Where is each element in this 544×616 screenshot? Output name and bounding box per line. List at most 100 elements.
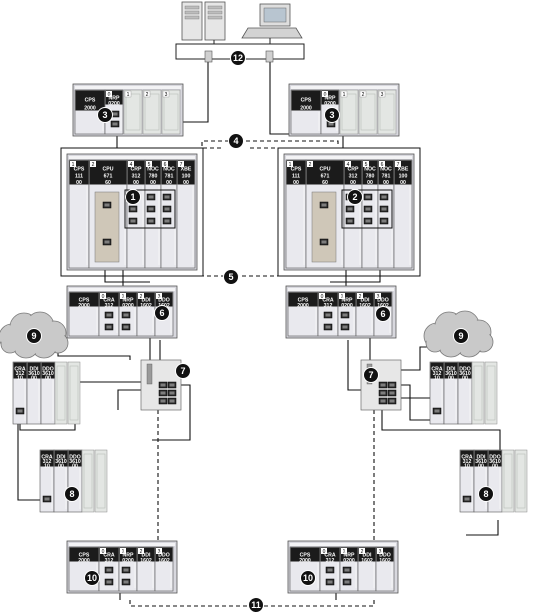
port-socket bbox=[344, 580, 350, 584]
port-socket bbox=[321, 203, 327, 207]
module-label: 781 bbox=[382, 173, 391, 179]
module-label: DDO bbox=[459, 366, 471, 372]
port-socket bbox=[342, 325, 348, 329]
module-label: DDI bbox=[57, 454, 66, 460]
module-label: 312 bbox=[16, 371, 25, 377]
port-socket bbox=[169, 383, 175, 387]
cloud-fill bbox=[2, 336, 18, 352]
module-label-panel bbox=[444, 362, 458, 379]
rack-outline bbox=[60, 147, 204, 277]
module-label-panel bbox=[13, 362, 27, 379]
module-label: CPS bbox=[301, 98, 312, 104]
port-socket bbox=[106, 325, 112, 329]
drive-bay bbox=[207, 5, 223, 10]
workstation-group bbox=[175, 1, 305, 63]
port-socket bbox=[148, 195, 154, 199]
module-label: CPS bbox=[79, 297, 90, 303]
module-label: 312 bbox=[105, 303, 114, 309]
monitor-screen bbox=[263, 7, 287, 23]
slot-number: 0 bbox=[324, 92, 327, 98]
module-label: CPS bbox=[300, 552, 311, 558]
slot-number-tag bbox=[138, 293, 144, 299]
callout-10: 10 bbox=[300, 570, 316, 586]
callout-8: 8 bbox=[64, 486, 80, 502]
slot-number-tag bbox=[138, 548, 144, 554]
keyboard-icon bbox=[241, 27, 303, 39]
module-label: 00 bbox=[293, 180, 299, 186]
drive-bay bbox=[184, 5, 200, 10]
slot-number-tag bbox=[162, 161, 168, 167]
callout-label: 4 bbox=[233, 136, 238, 146]
module-label: CPS bbox=[79, 552, 90, 558]
port-socket bbox=[130, 207, 136, 211]
module-label: NOC bbox=[380, 167, 392, 173]
module-label: 312 bbox=[43, 459, 52, 465]
callout-6: 6 bbox=[375, 306, 391, 322]
slot-number: 2 bbox=[140, 549, 143, 555]
callout-3: 3 bbox=[97, 107, 113, 123]
callout-circle bbox=[228, 133, 244, 149]
module-label: DDO bbox=[158, 297, 170, 303]
slot-number: 2 bbox=[92, 162, 95, 168]
slot-number: 7 bbox=[180, 162, 183, 168]
module-label: 0200 bbox=[341, 303, 353, 309]
slot-guide bbox=[69, 365, 79, 421]
module-label: 3610 bbox=[42, 371, 54, 377]
module-label: 2000 bbox=[78, 558, 90, 564]
slot-number: 3 bbox=[165, 92, 168, 98]
port-socket bbox=[160, 391, 166, 395]
module-label: CRA bbox=[322, 297, 333, 303]
slot-guide bbox=[83, 453, 93, 509]
module-label-panel bbox=[54, 450, 68, 467]
empty-slot bbox=[67, 361, 81, 425]
module-body bbox=[393, 159, 413, 269]
module-label: 780 bbox=[149, 173, 158, 179]
callout-circle bbox=[26, 328, 42, 344]
module-label: 1602 bbox=[377, 303, 389, 309]
module-label: 10 bbox=[464, 463, 470, 469]
module-label: 2000 bbox=[300, 105, 312, 111]
port-socket bbox=[389, 391, 395, 395]
module-label: 10 bbox=[44, 463, 50, 469]
port-socket bbox=[160, 383, 166, 387]
slot-number: 1 bbox=[72, 162, 75, 168]
module-label: 00 bbox=[72, 463, 78, 469]
slot-guide bbox=[473, 365, 483, 421]
cloud-fill bbox=[427, 335, 443, 351]
slot-guide bbox=[516, 453, 526, 509]
port-socket bbox=[104, 203, 110, 207]
module-label: 2000 bbox=[78, 303, 90, 309]
slot-number-tag bbox=[70, 161, 76, 167]
callout-label: 9 bbox=[31, 331, 36, 341]
slot-number-tag bbox=[287, 161, 293, 167]
module-label: CPU bbox=[103, 167, 114, 173]
empty-slot bbox=[358, 89, 378, 135]
cable bbox=[466, 520, 499, 536]
module-label: NRP bbox=[325, 95, 336, 101]
callout-circle bbox=[64, 486, 80, 502]
module-label: CPS bbox=[85, 98, 96, 104]
slot-number: 1 bbox=[122, 294, 125, 300]
slot-number: 3 bbox=[379, 549, 382, 555]
slot-number: 2 bbox=[361, 549, 364, 555]
slot-number-tag bbox=[307, 161, 313, 167]
module-label: CRA bbox=[431, 366, 442, 372]
rack-top-rail bbox=[286, 156, 412, 159]
slot-guide bbox=[163, 93, 179, 131]
callout-label: 9 bbox=[458, 331, 463, 341]
module-label: 2000 bbox=[84, 105, 96, 111]
module-label: NRP bbox=[123, 552, 134, 558]
cable bbox=[17, 408, 44, 501]
port-socket bbox=[464, 497, 470, 501]
module-label: NOC bbox=[364, 167, 376, 173]
module-label: 3610 bbox=[445, 371, 457, 377]
callout-circle bbox=[125, 189, 141, 205]
slot-guide bbox=[144, 93, 160, 131]
slot-number: 3 bbox=[381, 92, 384, 98]
port-socket bbox=[380, 383, 386, 387]
callout-label: 8 bbox=[69, 489, 74, 499]
slot-number-tag bbox=[375, 293, 381, 299]
module-label: 111 bbox=[75, 173, 83, 179]
